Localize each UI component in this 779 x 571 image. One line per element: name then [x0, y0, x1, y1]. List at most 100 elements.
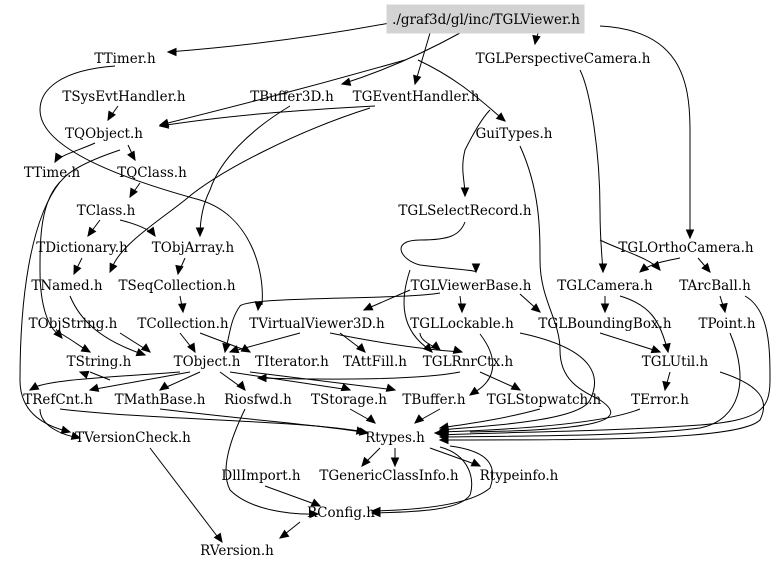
- node-tbuffer[interactable]: TBuffer.h: [402, 392, 465, 408]
- edge-arrowhead: [54, 152, 63, 164]
- edge-arrowhead: [310, 498, 322, 507]
- node-tgenericclassinfo[interactable]: TGenericClassInfo.h: [319, 468, 459, 484]
- dependency-edge: [19, 181, 71, 433]
- edge-arrowhead: [355, 342, 366, 353]
- dependency-edge: [341, 32, 461, 85]
- node-tgllockable[interactable]: TGLLockable.h: [410, 316, 514, 332]
- node-rconfig[interactable]: RConfig.h: [307, 505, 375, 521]
- edge-arrowhead: [146, 226, 156, 238]
- node-tglperspectivecamera[interactable]: TGLPerspectiveCamera.h: [476, 51, 651, 67]
- node-tarcball[interactable]: TArcBall.h: [679, 278, 751, 294]
- node-tglboundingbox[interactable]: TGLBoundingBox.h: [538, 316, 671, 332]
- dependency-edge: [249, 371, 396, 391]
- node-tglorthocamera[interactable]: TGLOrthoCamera.h: [618, 240, 753, 256]
- edge-arrowhead: [598, 263, 608, 274]
- edge-arrowhead: [414, 414, 425, 424]
- dependency-edge: [229, 371, 351, 391]
- node-tobjstring[interactable]: TObjString.h: [29, 316, 118, 332]
- edge-arrowhead: [158, 120, 170, 129]
- edge-arrowhead: [362, 302, 374, 311]
- node-tglviewerbase[interactable]: TGLViewerBase.h: [411, 278, 532, 294]
- dependency-edge: [469, 145, 611, 433]
- edge-arrowhead: [361, 456, 371, 467]
- node-tmathbase[interactable]: TMathBase.h: [115, 392, 206, 408]
- edge-arrowhead: [340, 77, 352, 86]
- edge-arrowhead: [88, 383, 100, 392]
- dependency-edge: [439, 371, 765, 441]
- dependency-edge: [159, 59, 406, 126]
- node-tclass[interactable]: TClass.h: [77, 203, 136, 219]
- node-tpoint[interactable]: TPoint.h: [698, 316, 755, 332]
- node-tqobject[interactable]: TQObject.h: [65, 126, 143, 142]
- node-tseqcollection[interactable]: TSeqCollection.h: [118, 278, 235, 294]
- dependency-edge: [229, 332, 301, 353]
- edge-arrowhead: [87, 226, 97, 238]
- edge-arrowhead: [70, 431, 82, 440]
- node-tbuffer3d[interactable]: TBuffer3D.h: [250, 89, 334, 105]
- edge-arrowhead: [135, 348, 147, 357]
- dependency-edge: [579, 69, 604, 273]
- dependency-edge: [599, 332, 661, 353]
- node-rtypeinfo[interactable]: Rtypeinfo.h: [480, 468, 559, 484]
- dependency-edge: [111, 107, 371, 269]
- node-tobjarray[interactable]: TObjArray.h: [152, 240, 235, 256]
- node-tattfill[interactable]: TAttFill.h: [343, 354, 407, 370]
- node-tglcamera[interactable]: TGLCamera.h: [557, 278, 653, 294]
- edge-arrowhead: [532, 34, 541, 46]
- dependency-edge: [89, 371, 191, 391]
- edge-arrowhead: [340, 383, 352, 392]
- edge-arrowhead: [109, 262, 118, 274]
- dependency-edge: [59, 408, 366, 433]
- dependency-edge: [225, 408, 319, 515]
- node-tstring[interactable]: TString.h: [67, 354, 132, 370]
- node-titerator[interactable]: TIterator.h: [255, 354, 329, 370]
- edge-arrowhead: [278, 529, 290, 539]
- node-tglrnrctx[interactable]: TGLRnrCtx.h: [423, 354, 514, 370]
- dependency-edge: [414, 32, 431, 85]
- node-terror[interactable]: TError.h: [631, 392, 689, 408]
- edge-arrowhead: [158, 381, 170, 391]
- dependency-edge: [417, 59, 506, 122]
- node-tcollection[interactable]: TCollection.h: [137, 316, 229, 332]
- dependency-edge: [474, 333, 494, 393]
- node-tglselectrecord[interactable]: TGLSelectRecord.h: [398, 203, 532, 219]
- edge-arrowhead: [438, 435, 449, 445]
- dependency-edge: [462, 109, 491, 197]
- node-rversion[interactable]: RVersion.h: [200, 543, 274, 559]
- node-dllimport[interactable]: DllImport.h: [221, 468, 301, 484]
- node-tqclass[interactable]: TQClass.h: [117, 165, 187, 181]
- root-node-box[interactable]: [386, 4, 585, 34]
- node-riosfwd[interactable]: Riosfwd.h: [224, 392, 292, 408]
- node-tgeventhandler[interactable]: TGEventHandler.h: [353, 89, 480, 105]
- dependency-edge: [264, 485, 321, 507]
- edge-arrowhead: [650, 345, 662, 354]
- node-ttimer[interactable]: TTimer.h: [94, 51, 156, 67]
- edge-arrowhead: [452, 345, 464, 354]
- edge-arrowhead: [309, 509, 320, 519]
- node-tglutil[interactable]: TGLUtil.h: [642, 354, 709, 370]
- node-guitypes[interactable]: GuiTypes.h: [476, 126, 553, 142]
- node-trefcnt[interactable]: TRefCnt.h: [23, 392, 93, 408]
- node-ttime[interactable]: TTime.h: [24, 165, 81, 181]
- node-tnamed[interactable]: TNamed.h: [31, 278, 103, 294]
- edge-arrowhead: [430, 341, 441, 351]
- edge-arrowhead: [385, 383, 397, 392]
- node-tdictionary[interactable]: TDictionary.h: [36, 240, 128, 256]
- node-tvirtualviewer3d[interactable]: TVirtualViewer3D.h: [249, 316, 385, 332]
- dependency-edges: [19, 21, 771, 544]
- dependency-edge: [599, 25, 691, 238]
- node-tversioncheck[interactable]: TVersionCheck.h: [75, 430, 191, 446]
- edge-arrowhead: [651, 260, 661, 271]
- node-tobject[interactable]: TObject.h: [174, 354, 241, 370]
- edge-arrowhead: [457, 303, 467, 314]
- edge-arrowhead: [471, 263, 481, 274]
- dependency-edge: [329, 332, 463, 353]
- node-tglstopwatch[interactable]: TGLStopwatch.h: [487, 392, 602, 408]
- dependency-edge: [159, 105, 376, 127]
- edge-arrowhead: [685, 229, 695, 240]
- edge-arrowhead: [228, 345, 240, 354]
- node-tsysevthandler[interactable]: TSysEvtHandler.h: [62, 89, 185, 105]
- edge-arrowhead: [662, 380, 671, 392]
- node-tstorage[interactable]: TStorage.h: [311, 392, 387, 408]
- node-rtypes[interactable]: Rtypes.h: [365, 430, 425, 446]
